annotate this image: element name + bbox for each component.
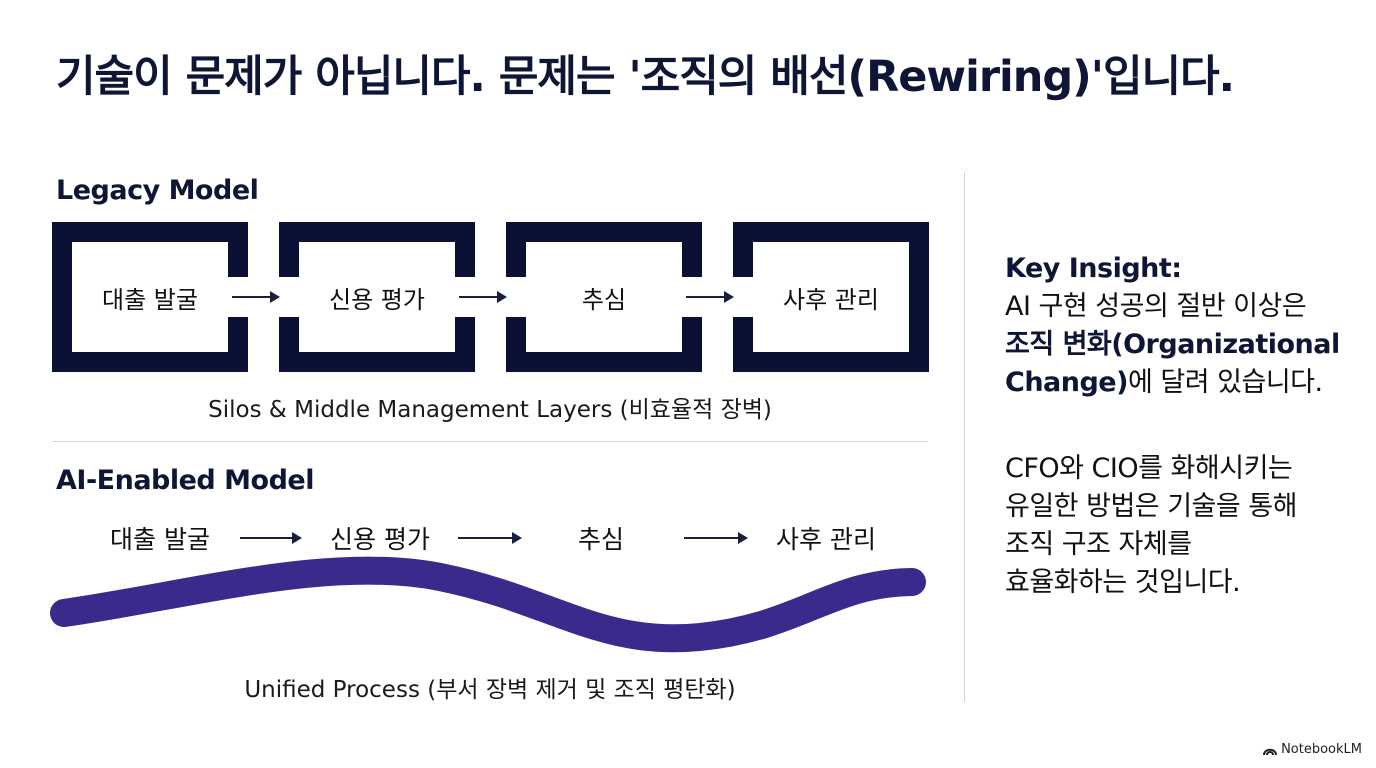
ai-step-label: 신용 평가 <box>330 525 430 554</box>
ai-step-label: 추심 <box>578 525 625 554</box>
ai-arrow <box>684 532 748 544</box>
silo-gap <box>279 277 303 317</box>
insight-para-line: CFO와 CIO를 화해시키는 <box>1005 453 1293 484</box>
legacy-step-box: 신용 평가 <box>279 222 475 372</box>
ai-arrow <box>240 532 302 544</box>
legacy-step-box: 대출 발굴 <box>52 222 248 372</box>
legacy-step-box: 사후 관리 <box>733 222 929 372</box>
insight-para-line: 조직 구조 자체를 <box>1005 529 1192 560</box>
legacy-arrow <box>232 291 280 303</box>
ai-caption: Unified Process (부서 장벽 제거 및 조직 평탄화) <box>244 677 736 703</box>
section-divider <box>52 441 928 442</box>
legacy-arrow <box>686 291 734 303</box>
insight-line: 에 달려 있습니다. <box>1127 367 1323 398</box>
unified-process-wave <box>50 556 926 653</box>
insight-line-bold: 조직 변화(Organizational <box>1005 329 1340 360</box>
legacy-step-label: 사후 관리 <box>783 285 879 314</box>
legacy-step-box: 추심 <box>506 222 702 372</box>
insight-line-bold: Change) <box>1005 367 1128 398</box>
legacy-model-label: Legacy Model <box>56 175 259 206</box>
legacy-arrow <box>459 291 507 303</box>
legacy-step-label: 신용 평가 <box>329 285 425 314</box>
legacy-caption: Silos & Middle Management Layers (비효율적 장… <box>208 397 772 423</box>
footer-brand: NotebookLM <box>1281 742 1362 757</box>
ai-arrow <box>458 532 522 544</box>
insight-paragraph: CFO와 CIO를 화해시키는 유일한 방법은 기술을 통해 조직 구조 자체를… <box>1005 450 1298 602</box>
ai-model-label: AI-Enabled Model <box>56 465 314 496</box>
legacy-step-label: 추심 <box>581 285 627 314</box>
insight-line: AI 구현 성공의 절반 이상은 <box>1005 291 1307 322</box>
silo-gap <box>506 277 530 317</box>
legacy-step-label: 대출 발굴 <box>102 285 198 314</box>
notebooklm-badge: NotebookLM <box>1263 742 1362 757</box>
ai-step-label: 사후 관리 <box>776 525 876 554</box>
insight-heading: Key Insight: <box>1005 253 1182 284</box>
page-title: 기술이 문제가 아닙니다. 문제는 '조직의 배선(Rewiring)'입니다. <box>56 52 1235 102</box>
silo-gap <box>733 277 757 317</box>
insight-para-line: 효율화하는 것입니다. <box>1005 567 1241 598</box>
notebooklm-logo-icon <box>1263 748 1278 755</box>
insight-para-line: 유일한 방법은 기술을 통해 <box>1005 491 1298 522</box>
wave-stroke <box>50 556 926 653</box>
key-insight: Key Insight: AI 구현 성공의 절반 이상은 조직 변화(Orga… <box>1005 250 1340 402</box>
column-divider <box>964 172 965 702</box>
ai-step-label: 대출 발굴 <box>110 525 210 554</box>
